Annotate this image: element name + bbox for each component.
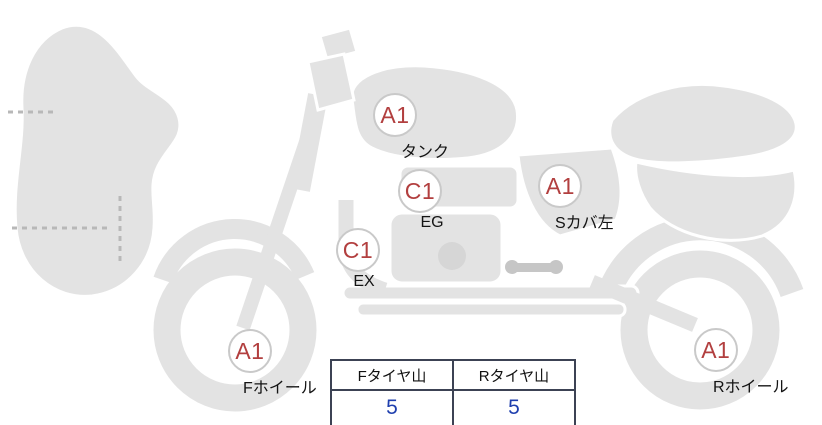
rear-tire-header-cell: Rタイヤ山 — [452, 359, 576, 391]
part-label: EG — [420, 214, 444, 231]
grade-badge: A1 — [373, 93, 417, 137]
tire-tread-table: Fタイヤ山 Rタイヤ山 5 5 — [330, 359, 576, 425]
seat — [608, 82, 798, 165]
grade-badge: A1 — [538, 164, 583, 208]
cowl-seam-lines — [8, 110, 122, 262]
engine-case-detail — [438, 242, 466, 270]
front-wheel — [153, 248, 317, 412]
lower-frame-tube — [355, 301, 627, 318]
condition-marker-side-cover-left: A1 Sカバ左 — [531, 164, 614, 233]
part-label: Fホイール — [243, 380, 317, 397]
condition-marker-rear-wheel: A1 Rホイール — [678, 328, 789, 397]
part-label: タンク — [401, 144, 450, 161]
rear-tire-value-cell: 5 — [452, 389, 576, 425]
rear-cowl — [634, 160, 798, 242]
part-label: Rホイール — [713, 379, 789, 396]
grade-badge: A1 — [227, 329, 272, 373]
condition-marker-tank: A1 タンク — [371, 93, 449, 162]
fork-upper — [290, 93, 328, 192]
footpeg — [505, 260, 563, 274]
exhaust-pipe — [341, 284, 640, 302]
front-tire-value-cell: 5 — [330, 389, 454, 425]
swingarm — [589, 275, 698, 332]
front-cowl — [13, 23, 182, 298]
condition-marker-exhaust: C1 EX — [336, 228, 380, 291]
front-fender — [153, 219, 315, 284]
headlamp-cluster — [306, 52, 356, 112]
grade-badge: C1 — [336, 228, 380, 272]
grade-badge: A1 — [693, 328, 738, 372]
condition-marker-front-wheel: A1 Fホイール — [213, 329, 317, 398]
handlebar — [318, 26, 359, 62]
part-label: Sカバ左 — [555, 215, 614, 232]
rear-wheel — [620, 250, 780, 410]
grade-badge: C1 — [398, 169, 442, 213]
part-label: EX — [353, 273, 375, 290]
front-tire-header-cell: Fタイヤ山 — [330, 359, 454, 391]
condition-marker-engine: C1 EG — [398, 169, 444, 232]
